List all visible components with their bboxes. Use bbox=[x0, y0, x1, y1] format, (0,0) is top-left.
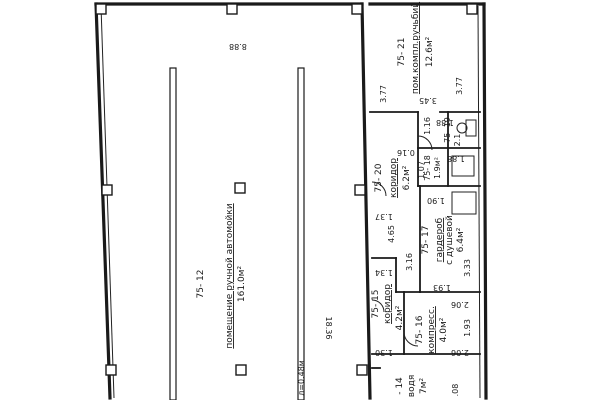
toilet-fixture bbox=[456, 122, 468, 134]
room-12-area: 161.0м² bbox=[237, 266, 247, 303]
dim-048: л=0.48м bbox=[297, 360, 306, 396]
sink-fixture bbox=[465, 119, 477, 137]
room-15-name: коридор bbox=[383, 284, 393, 324]
room-17-name: гардероб bbox=[435, 217, 445, 262]
dim-345: 3.45 bbox=[419, 96, 437, 105]
dim-107: 1.07 bbox=[417, 161, 426, 179]
col-top-mid bbox=[226, 3, 238, 15]
room-12-number: 75- 12 bbox=[196, 269, 206, 298]
trench-right bbox=[297, 67, 305, 400]
shower-tray bbox=[451, 191, 477, 215]
col-bottom-left bbox=[105, 364, 117, 376]
dim-316: 3.16 bbox=[405, 253, 414, 271]
dim-193: 1.93 bbox=[433, 283, 451, 292]
dim-206b: 2.06 bbox=[451, 348, 469, 357]
room-20-area: 6.2м² bbox=[402, 165, 412, 190]
col-left-mid bbox=[101, 184, 113, 196]
dim-08: .08 bbox=[451, 384, 460, 397]
wall-left-inner bbox=[100, 5, 115, 399]
col-bottom-mid bbox=[235, 364, 247, 376]
dim-333: 3.33 bbox=[463, 259, 472, 277]
dim-377a: 3.77 bbox=[379, 85, 388, 103]
col-top-right bbox=[351, 3, 363, 15]
room-16-number: 75- 16 bbox=[415, 315, 425, 344]
room-21-name: пом.компл.ручьбий bbox=[411, 2, 421, 94]
door-arc-compressor bbox=[403, 331, 419, 347]
columns bbox=[95, 3, 478, 376]
room-19-area: 2.1 bbox=[453, 134, 462, 147]
wc-fixture bbox=[451, 155, 475, 177]
col-center bbox=[234, 182, 246, 194]
room-17-area: 6.4м² bbox=[456, 227, 466, 252]
col-right-mid bbox=[354, 184, 366, 196]
dim-188b: 1.88 bbox=[447, 154, 465, 163]
walls bbox=[94, 2, 488, 400]
dim-188a: 1.88 bbox=[436, 118, 454, 127]
door-arc-corridor bbox=[371, 181, 387, 197]
dim-465: 4.65 bbox=[387, 225, 396, 243]
dim-206a: 2.06 bbox=[451, 300, 469, 309]
room-21-area: 12.6м² bbox=[425, 36, 435, 67]
dim-130: 1.30 bbox=[375, 348, 393, 357]
wall-partition-main bbox=[360, 2, 372, 400]
doors bbox=[371, 135, 433, 347]
room-16-area: 4.0м² bbox=[439, 317, 449, 342]
dim-1836: 18.36 bbox=[324, 317, 333, 340]
labels: 8.88 18.36 л=0.48м 75- 12 помещение ручн… bbox=[196, 2, 472, 397]
wall-left bbox=[94, 2, 112, 400]
room-21-number: 75- 21 bbox=[397, 37, 407, 66]
dim-888: 8.88 bbox=[229, 42, 247, 51]
room-18-number: 75- 18 bbox=[423, 155, 432, 181]
door-arc-r15 bbox=[371, 299, 385, 313]
dim-116: 1.16 bbox=[423, 117, 432, 135]
dim-134: 1.34 bbox=[375, 268, 393, 277]
dim-190: 1.90 bbox=[427, 196, 445, 205]
room-17-number: 75- 17 bbox=[421, 225, 431, 254]
trenches bbox=[169, 67, 305, 400]
door-arc-wc bbox=[417, 135, 433, 151]
dim-193b: 1.93 bbox=[463, 319, 472, 337]
dim-137: 1.37 bbox=[375, 212, 393, 221]
room-20-number: 75- 20 bbox=[374, 163, 384, 192]
room-17-name-2: с душевой bbox=[445, 215, 455, 265]
room-19-number: 75- 19 bbox=[443, 117, 452, 143]
room-12-name: помещение ручной автомойки bbox=[225, 203, 235, 348]
col-top-far-right bbox=[466, 3, 478, 15]
room-20-name: коридор bbox=[389, 158, 399, 198]
wall-right-inner bbox=[477, 5, 481, 399]
col-bottom-right bbox=[356, 364, 368, 376]
dim-377b: 3.77 bbox=[455, 77, 464, 95]
room-14-area: 7м² bbox=[419, 378, 429, 395]
room-16-name: компресс. bbox=[427, 306, 437, 354]
room-18-area: 1.9м² bbox=[433, 157, 442, 179]
room-15-area: 4.2м² bbox=[395, 305, 405, 330]
col-top-left bbox=[95, 3, 107, 15]
room-14-number: - 14 bbox=[395, 377, 405, 395]
trench-left bbox=[169, 67, 177, 400]
wall-right bbox=[482, 2, 488, 400]
dim-016: 0.16 bbox=[397, 148, 415, 157]
room-14-name: водя bbox=[407, 375, 417, 397]
room-15-number: 75- 15 bbox=[371, 289, 381, 318]
